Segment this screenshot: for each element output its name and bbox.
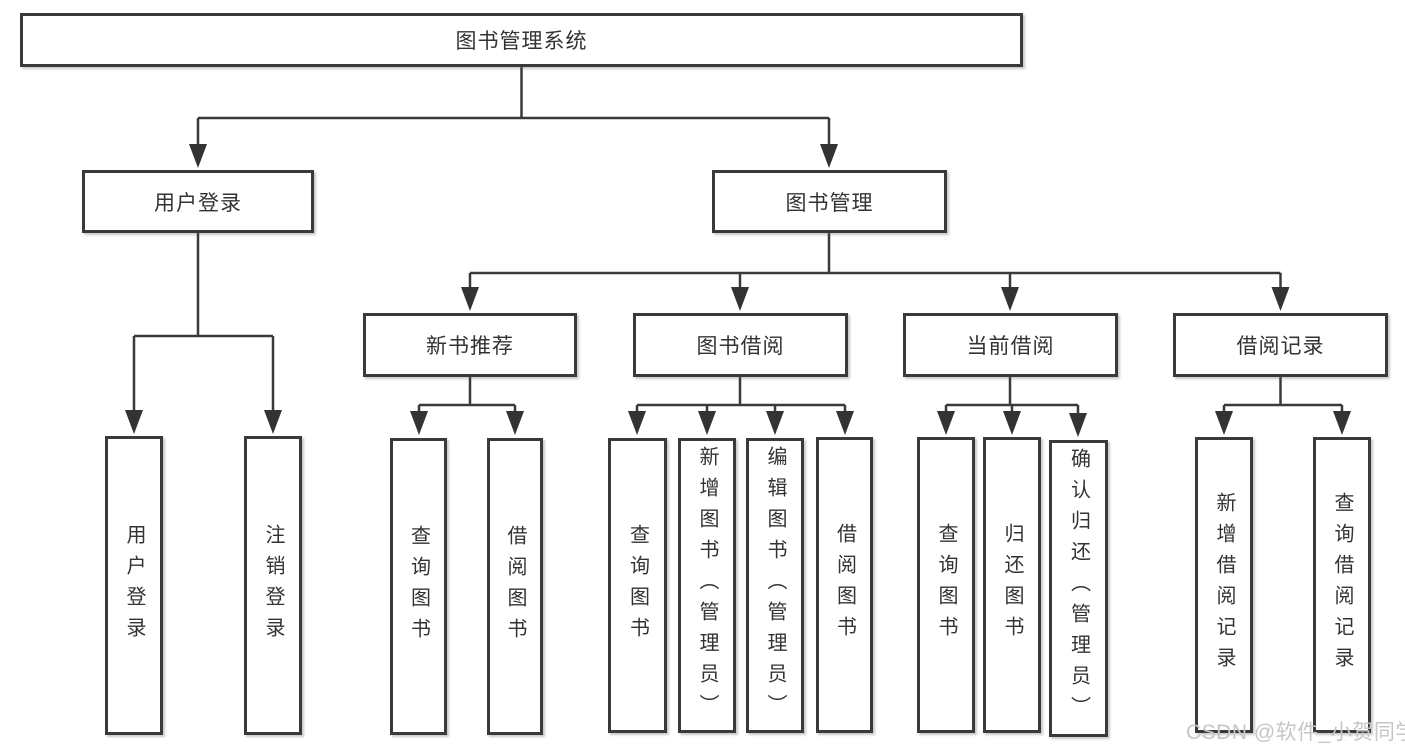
node-query-books-1: 查询图书 <box>390 438 447 735</box>
node-label: 新增借阅记录 <box>1213 492 1235 678</box>
node-label: 用户登录 <box>123 523 145 648</box>
node-label: 编辑图书（管理员） <box>764 446 786 725</box>
node-label: 新增图书（管理员） <box>696 446 718 725</box>
node-label: 查询图书 <box>407 524 430 649</box>
node-logout: 注销登录 <box>244 436 302 735</box>
node-label: 借阅记录 <box>1236 335 1325 358</box>
node-add-borrow-record: 新增借阅记录 <box>1195 437 1253 733</box>
node-label: 查询图书 <box>935 523 957 647</box>
node-label: 归还图书 <box>1001 523 1023 647</box>
node-label: 借阅图书 <box>504 524 526 649</box>
node-return-books: 归还图书 <box>983 437 1041 733</box>
node-add-books-admin: 新增图书（管理员） <box>678 438 736 733</box>
node-label: 查询图书 <box>626 523 649 648</box>
node-user-login: 用户登录 <box>82 170 314 233</box>
node-label: 图书借阅 <box>696 335 785 358</box>
node-borrow-books-2: 借阅图书 <box>816 437 873 733</box>
node-confirm-return-admin: 确认归还（管理员） <box>1049 440 1108 737</box>
node-library-management-system: 图书管理系统 <box>20 13 1023 67</box>
node-label: 当前借阅 <box>966 335 1055 358</box>
node-current-borrow: 当前借阅 <box>903 313 1118 377</box>
node-edit-books-admin: 编辑图书（管理员） <box>746 438 804 733</box>
node-query-books-3: 查询图书 <box>917 437 975 733</box>
node-label: 用户登录 <box>154 191 242 215</box>
node-label: 图书管理 <box>785 191 874 215</box>
node-book-borrow: 图书借阅 <box>633 313 848 377</box>
node-label: 查询借阅记录 <box>1331 492 1353 678</box>
node-user-login-leaf: 用户登录 <box>105 436 163 735</box>
node-label: 注销登录 <box>262 523 284 648</box>
node-query-books-2: 查询图书 <box>608 438 667 733</box>
node-borrow-record: 借阅记录 <box>1173 313 1388 377</box>
node-book-management: 图书管理 <box>712 170 947 233</box>
node-new-book-recommend: 新书推荐 <box>363 313 577 377</box>
node-borrow-books-1: 借阅图书 <box>487 438 543 735</box>
node-label: 新书推荐 <box>426 335 514 358</box>
node-query-borrow-record: 查询借阅记录 <box>1313 437 1371 733</box>
node-label: 图书管理系统 <box>455 30 588 53</box>
node-label: 确认归还（管理员） <box>1067 448 1090 727</box>
csdn-watermark: CSDN @软件_小贺同学 <box>1186 721 1405 744</box>
node-label: 借阅图书 <box>833 523 856 647</box>
